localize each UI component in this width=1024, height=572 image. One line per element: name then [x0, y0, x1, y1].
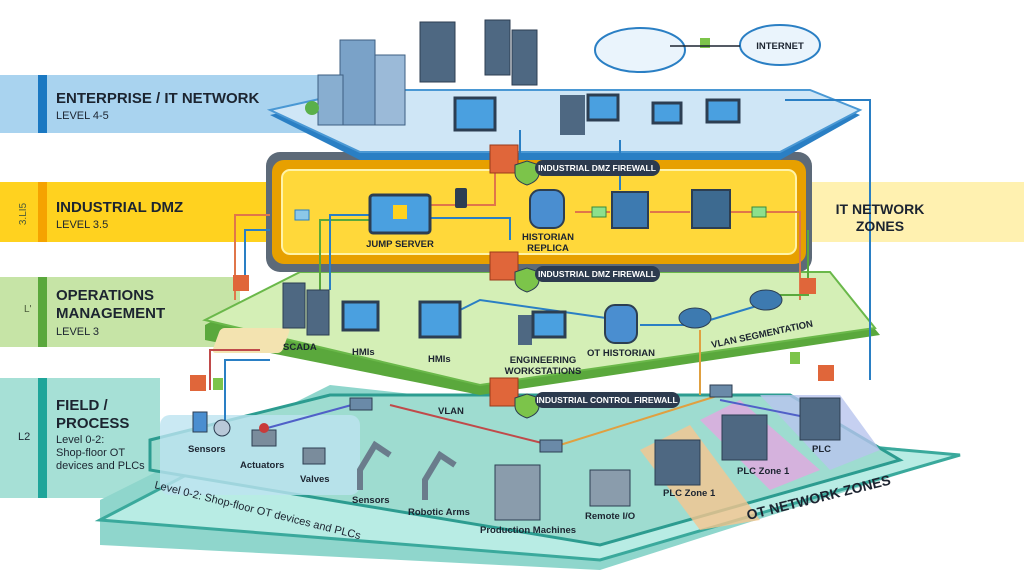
cloud-icon [594, 27, 686, 73]
mobile-device-icon [455, 188, 467, 208]
firewall-icon [489, 144, 519, 174]
actuators-label: Actuators [240, 460, 284, 471]
robot-arm-icon [357, 440, 392, 490]
workstation-monitor-icon [531, 310, 567, 339]
firewall-icon [233, 275, 249, 291]
switch-icon [539, 439, 563, 453]
production-machines-label: Production Machines [480, 525, 576, 536]
historian-label: REPLICA [527, 243, 569, 254]
valves-label: Valves [300, 474, 330, 485]
plc-icon [799, 397, 841, 441]
hmi-monitor-icon [341, 300, 380, 332]
firewall-icon [190, 375, 206, 391]
eng-workstations-label[interactable]: WORKSTATIONS [505, 366, 582, 377]
jump-server[interactable]: JUMP SERVER [366, 193, 434, 250]
band-subtitle: LEVEL 3 [56, 326, 99, 338]
it-zones-label: IT NETWORK [836, 201, 925, 217]
envelope-icon [751, 206, 767, 218]
plc-zone-label: PLC Zone 1 [663, 488, 716, 499]
band-title: PROCESS [56, 415, 129, 432]
enterprise-plane: INTERNET [266, 19, 863, 160]
database-icon [529, 189, 565, 229]
sensor-icon [213, 419, 231, 437]
firewall-icon [800, 278, 816, 294]
scada-server-icon [306, 289, 330, 336]
band-field: L2 FIELD / PROCESS Level 0-2: Shop-floor… [0, 378, 160, 498]
band-title: OPERATIONS [56, 287, 154, 304]
switch-icon [709, 384, 733, 398]
firewall-label: INDUSTRIAL DMZ FIREWALL [538, 163, 656, 173]
hmi-label[interactable]: HMIs [428, 354, 451, 365]
band-tag: 3.LI5 [18, 202, 29, 225]
band-tag: L' [24, 304, 32, 315]
band-subtitle: Shop-floor OT [56, 447, 125, 459]
eng-workstations-label[interactable]: ENGINEERING [510, 355, 577, 366]
firewall-icon [489, 377, 519, 407]
internet-cloud-icon [739, 24, 821, 66]
valve-icon [302, 447, 326, 465]
historian-label: HISTORIAN [522, 232, 574, 243]
jump-server-label: JUMP SERVER [366, 239, 434, 250]
band-enterprise: ENTERPRISE / IT NETWORK LEVEL 4-5 [0, 75, 330, 133]
vlan-label: VLAN [438, 406, 464, 417]
plc-label: PLC [812, 444, 831, 455]
band-title: ENTERPRISE / IT NETWORK [56, 90, 260, 107]
plc-icon [654, 439, 701, 486]
server-icon [691, 189, 731, 229]
hmi-monitor-icon [418, 300, 462, 339]
band-subtitle: LEVEL 3.5 [56, 219, 108, 231]
router-icon [611, 191, 649, 229]
scada-label[interactable]: SCADA [283, 342, 317, 353]
band-title: INDUSTRIAL DMZ [56, 199, 183, 216]
band-title: MANAGEMENT [56, 305, 165, 322]
firewall-label: INDUSTRIAL DMZ FIREWALL [538, 269, 656, 279]
lock-icon [700, 38, 710, 48]
sensor-icon [192, 411, 208, 433]
historian-replica[interactable]: HISTORIAN REPLICA [522, 189, 574, 254]
sensors-label: Sensors [352, 495, 390, 506]
band-tag: L2 [18, 431, 30, 443]
it-zones-label: ZONES [856, 218, 904, 234]
band-title: FIELD / [56, 397, 108, 414]
robotic-arms-label: Robotic Arms [408, 507, 470, 518]
sensors-label: Sensors [188, 444, 226, 455]
band-operations: L' OPERATIONS MANAGEMENT LEVEL 3 [0, 277, 240, 347]
production-machine-icon [494, 464, 541, 521]
lock-icon [790, 352, 800, 364]
firewall-icon [818, 365, 834, 381]
control-firewall: INDUSTRIAL CONTROL FIREWALL [489, 377, 680, 419]
remote-io-icon [589, 469, 631, 507]
dmz-bottom-firewall: INDUSTRIAL DMZ FIREWALL [489, 251, 660, 293]
envelope-icon [591, 206, 607, 218]
database-icon [604, 304, 638, 344]
envelope-icon [294, 209, 310, 221]
hmi-label[interactable]: HMIs [352, 347, 375, 358]
scada-server-icon [282, 282, 306, 329]
band-subtitle: devices and PLCs [56, 460, 145, 472]
band-subtitle: Level 0-2: [56, 434, 104, 446]
firewall-icon [489, 251, 519, 281]
router-icon [678, 307, 712, 329]
plc-zone-label: PLC Zone 1 [737, 466, 790, 477]
robot-arm-icon [422, 450, 457, 500]
lock-icon [213, 378, 223, 390]
firewall-label: INDUSTRIAL CONTROL FIREWALL [536, 395, 677, 405]
switch-icon [349, 397, 373, 411]
workstation-icon [518, 315, 532, 345]
ot-historian-label[interactable]: OT HISTORIAN [587, 348, 655, 359]
plc-icon [721, 414, 768, 461]
band-dmz: 3.LI5 INDUSTRIAL DMZ LEVEL 3.5 [0, 182, 1024, 242]
band-subtitle: LEVEL 4-5 [56, 110, 109, 122]
dmz-top-firewall: INDUSTRIAL DMZ FIREWALL [489, 144, 660, 186]
router-icon [749, 289, 783, 311]
remote-io-label: Remote I/O [585, 511, 635, 522]
lock-icon [393, 205, 407, 219]
internet-label: INTERNET [756, 41, 804, 52]
